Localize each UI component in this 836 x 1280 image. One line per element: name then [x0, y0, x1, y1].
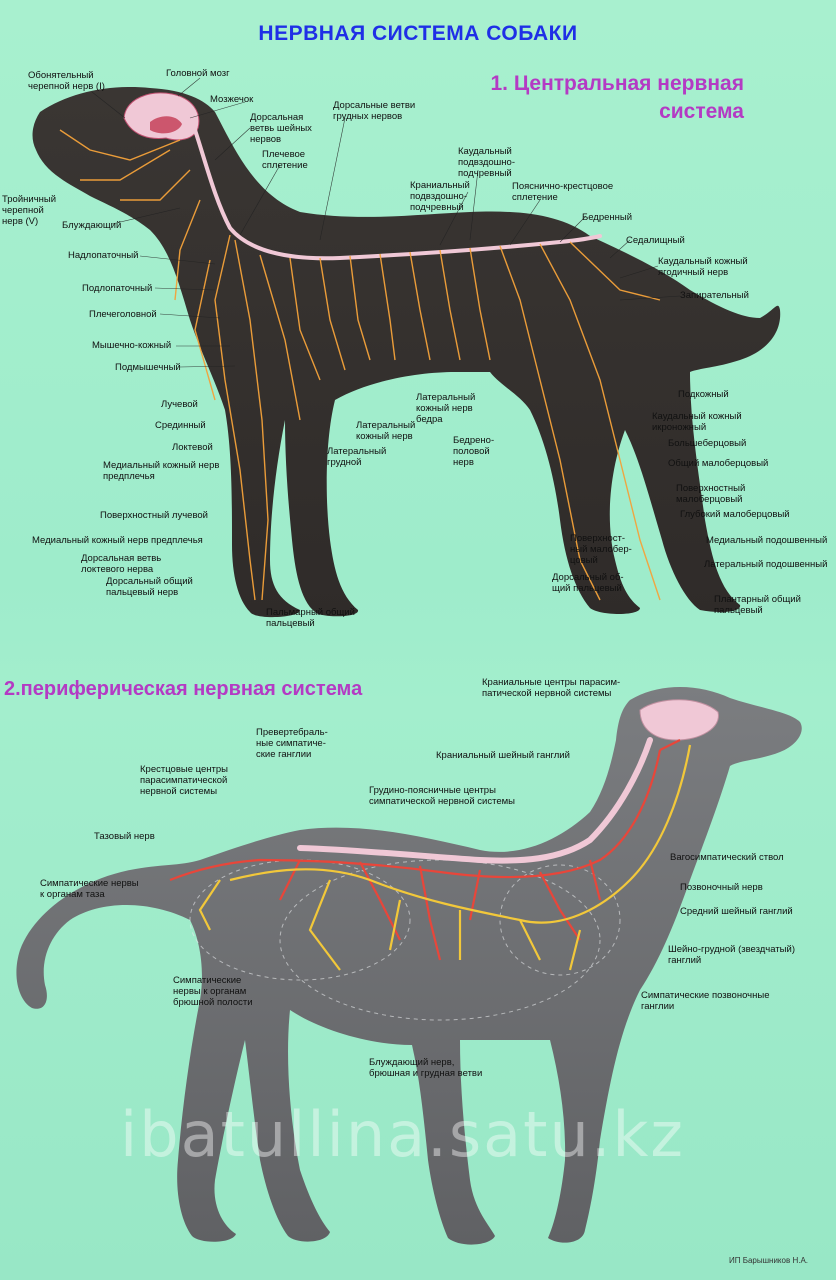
- anatomy-label: Надлопаточный: [68, 250, 139, 261]
- anatomy-label: Превертебраль-ные симпатиче-ские ганглии: [256, 727, 328, 760]
- anatomy-label: Позвоночный нерв: [680, 882, 763, 893]
- anatomy-label: Срединный: [155, 420, 206, 431]
- section-1-heading: 1. Центральная нервная система: [490, 72, 744, 123]
- anatomy-label: Блуждающий нерв,брюшная и грудная ветви: [369, 1057, 483, 1079]
- anatomy-label: Плечеголовной: [89, 309, 157, 320]
- anatomy-label: Средний шейный ганглий: [680, 906, 793, 917]
- anatomy-label: Вагосимпатический ствол: [670, 852, 784, 863]
- anatomy-label: Глубокий малоберцовый: [680, 509, 790, 520]
- dog-silhouette-peripheral: [16, 687, 802, 1245]
- anatomy-label: Поверхностный лучевой: [100, 510, 208, 521]
- anatomy-label: Большеберцовый: [668, 438, 747, 449]
- anatomy-label: Шейно-грудной (звездчатый)ганглий: [668, 944, 795, 966]
- anatomy-label: Подмышечный: [115, 362, 181, 373]
- anatomy-label: Поверхност-ный малобер-цовый: [570, 533, 632, 566]
- anatomy-label: Лучевой: [161, 399, 198, 410]
- anatomy-label: Мозжечок: [210, 94, 254, 105]
- anatomy-label: Краниальные центры парасим-патической не…: [482, 677, 621, 699]
- dog-silhouette-central: [32, 87, 781, 618]
- anatomy-label: Медиальный подошвенный: [706, 535, 828, 546]
- credit-text: ИП Барышников Н.А.: [729, 1256, 808, 1265]
- brain-icon: [123, 92, 200, 141]
- brain-icon: [639, 699, 719, 741]
- anatomy-label: Запирательный: [680, 290, 749, 301]
- anatomy-label: Блуждающий: [62, 220, 122, 231]
- anatomy-label: Латеральный подошвенный: [704, 559, 828, 570]
- anatomy-label: Подлопаточный: [82, 283, 153, 294]
- anatomy-label: Медиальный кожный нерв предплечья: [32, 535, 203, 546]
- anatomy-label: Дорсальный об-щий пальцевый: [552, 572, 624, 594]
- anatomy-label: Тазовый нерв: [94, 831, 155, 842]
- anatomy-label: Подкожный: [678, 389, 729, 400]
- watermark: ibatullina.satu.kz: [120, 1098, 685, 1171]
- anatomy-label: Бедренный: [582, 212, 633, 223]
- anatomy-label: Общий малоберцовый: [668, 458, 769, 469]
- page-title: НЕРВНАЯ СИСТЕМА СОБАКИ: [258, 22, 578, 45]
- anatomy-label: Головной мозг: [166, 68, 230, 79]
- anatomy-label: Мышечно-кожный: [92, 340, 172, 351]
- anatomy-label: Краниальный шейный ганглий: [436, 750, 570, 761]
- section-2-heading: 2.периферическая нервная система: [4, 678, 363, 700]
- anatomy-label: Седалищный: [626, 235, 685, 246]
- anatomy-label: Локтевой: [172, 442, 213, 453]
